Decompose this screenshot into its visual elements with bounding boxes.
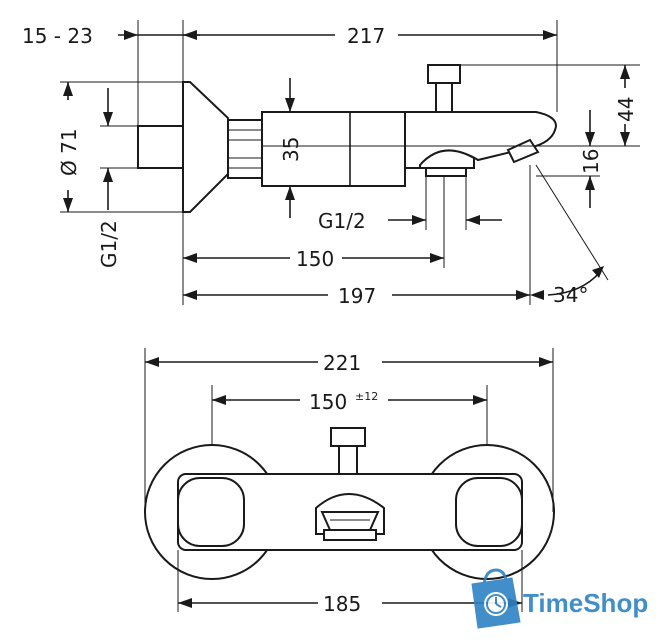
dim-thread-left-label: G1/2	[97, 220, 121, 268]
dim-total-length-label: 217	[347, 24, 385, 48]
lower-outlet-dome	[419, 149, 475, 169]
dim-center-distance-label: 150	[309, 390, 347, 414]
dim-center-label: 150	[296, 247, 334, 271]
diverter-stem	[435, 82, 453, 113]
eccentric-connector	[137, 125, 184, 169]
top-view: 221 150 ±12 185	[144, 348, 555, 616]
mixer-body	[261, 111, 406, 187]
dim-diameter-label: Ø 71	[57, 128, 81, 176]
shopping-bag-clock-icon	[471, 568, 521, 629]
dim-center-tolerance-label: ±12	[355, 390, 378, 403]
top-diverter-stem	[338, 445, 358, 475]
timeshop-watermark: TimeShop	[471, 568, 648, 629]
side-view: 15 - 23 217 Ø 71 G1/2 35 44	[22, 20, 640, 308]
dim-spout-drop-label: 16	[579, 149, 603, 174]
dim-body-width-label: 185	[323, 592, 361, 616]
union-nut	[227, 119, 263, 179]
left-handle	[177, 477, 245, 547]
lower-outlet-thread	[425, 167, 467, 177]
top-diverter-knob	[330, 427, 366, 447]
wall-flange	[182, 81, 229, 213]
dim-body-height-label: 35	[279, 137, 303, 162]
dim-offset-label: 15 - 23	[22, 24, 93, 48]
dim-spout-height-label: 44	[614, 97, 638, 122]
dim-angle-label: 34°	[553, 283, 588, 307]
right-handle	[455, 477, 523, 547]
dim-overall-width-label: 221	[323, 351, 361, 375]
diverter-knob	[427, 64, 461, 84]
dim-spout-reach-label: 197	[338, 284, 376, 308]
dim-thread-bottom-label: G1/2	[318, 209, 366, 233]
brand-text: TimeShop	[523, 588, 648, 618]
